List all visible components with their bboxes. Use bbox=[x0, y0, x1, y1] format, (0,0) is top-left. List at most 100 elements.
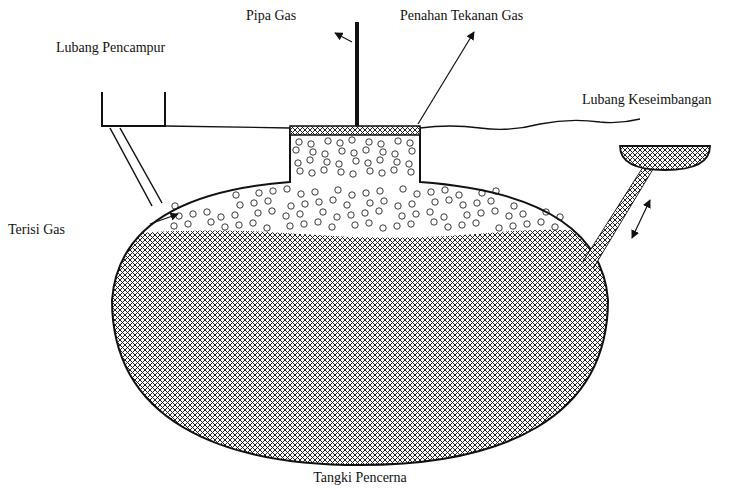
gas-bubble bbox=[409, 201, 415, 207]
gas-bubble bbox=[413, 211, 419, 217]
gas-bubble bbox=[287, 223, 293, 229]
gas-bubble bbox=[459, 222, 465, 228]
gas-bubble bbox=[362, 210, 368, 216]
gas-bubble bbox=[474, 200, 480, 206]
gas-bubble bbox=[400, 186, 406, 192]
gas-bubble bbox=[312, 189, 318, 195]
gas-bubble bbox=[297, 211, 303, 217]
gas-bubble bbox=[395, 203, 401, 209]
gas-bubble bbox=[442, 187, 448, 193]
gas-bubbles bbox=[171, 137, 563, 231]
ground-line bbox=[165, 119, 640, 129]
gas-bubble bbox=[409, 148, 415, 154]
gas-bubble bbox=[456, 192, 462, 198]
gas-bubble bbox=[446, 197, 452, 203]
leader-arrow bbox=[150, 214, 178, 224]
gas-bubble bbox=[391, 167, 397, 173]
gas-bubble bbox=[406, 161, 412, 167]
gas-bubble bbox=[379, 170, 385, 176]
gas-bubble bbox=[322, 151, 328, 157]
level-arrow bbox=[632, 200, 650, 238]
gas-bubble bbox=[353, 158, 359, 164]
gas-bubble bbox=[431, 219, 437, 225]
gas-bubble bbox=[297, 168, 303, 174]
gas-bubble bbox=[176, 213, 182, 219]
gas-bubble bbox=[344, 202, 350, 208]
gas-bubble bbox=[222, 224, 228, 230]
gas-bubble bbox=[255, 210, 261, 216]
gas-bubble bbox=[380, 149, 386, 155]
gas-bubble bbox=[301, 221, 307, 227]
gas-bubble bbox=[363, 147, 369, 153]
gas-bubble bbox=[250, 220, 256, 226]
gas-bubble bbox=[367, 200, 373, 206]
gas-bubble bbox=[330, 197, 336, 203]
gas-bubble bbox=[307, 157, 313, 163]
gas-bubble bbox=[377, 188, 383, 194]
gas-bubble bbox=[334, 214, 340, 220]
gas-bubble bbox=[366, 139, 372, 145]
gas-bubble bbox=[464, 212, 470, 218]
gas-bubble bbox=[488, 198, 494, 204]
gas-bubble bbox=[394, 223, 400, 229]
gas-bubble bbox=[329, 224, 335, 230]
gas-bubble bbox=[338, 169, 344, 175]
leader-arrow bbox=[418, 32, 474, 124]
outlet-pipe bbox=[583, 163, 655, 268]
gas-bubble bbox=[256, 190, 262, 196]
inlet-pipe bbox=[110, 128, 162, 206]
gas-bubble bbox=[316, 199, 322, 205]
gas-bubble bbox=[441, 214, 447, 220]
gas-bubble bbox=[204, 209, 210, 215]
part-label: Terisi Gas bbox=[8, 222, 65, 237]
part-label: Tangki Pencerna bbox=[313, 470, 406, 485]
gas-bubble bbox=[264, 225, 270, 231]
gas-bubble bbox=[394, 159, 400, 165]
gas-bubble bbox=[190, 211, 196, 217]
gas-bubble bbox=[269, 208, 275, 214]
gas-bubble bbox=[350, 171, 356, 177]
gas-bubble bbox=[352, 222, 358, 228]
gas-bubble bbox=[365, 160, 371, 166]
gas-bubble bbox=[296, 139, 302, 145]
gas-bubble bbox=[460, 202, 466, 208]
gas-bubble bbox=[381, 198, 387, 204]
outlet-pipe-fill bbox=[583, 163, 655, 268]
gas-bubble bbox=[445, 224, 451, 230]
gas-bubble bbox=[315, 219, 321, 225]
gas-bubble bbox=[395, 138, 401, 144]
gas-bubble bbox=[473, 220, 479, 226]
gas-bubble bbox=[392, 151, 398, 157]
gas-bubble bbox=[284, 186, 290, 192]
gas-bubble bbox=[218, 214, 224, 220]
gas-bubble bbox=[339, 148, 345, 154]
gas-bubble bbox=[407, 140, 413, 146]
gas-bubble bbox=[366, 220, 372, 226]
gas-bubble bbox=[348, 212, 354, 218]
gas-bubble bbox=[232, 212, 238, 218]
gas-bubble bbox=[378, 141, 384, 147]
gas-bubble bbox=[237, 202, 243, 208]
gas-bubble bbox=[288, 203, 294, 209]
gas-bubble bbox=[524, 221, 530, 227]
gas-bubble bbox=[408, 169, 414, 175]
part-label: Pipa Gas bbox=[246, 8, 296, 23]
gas-pipe bbox=[355, 22, 359, 126]
gas-bubble bbox=[335, 187, 341, 193]
gas-bubble bbox=[478, 210, 484, 216]
gas-bubble bbox=[349, 137, 355, 143]
gas-bubble bbox=[171, 223, 177, 229]
gas-bubble bbox=[208, 219, 214, 225]
gas-bubble bbox=[399, 213, 405, 219]
gas-bubble bbox=[324, 159, 330, 165]
part-label: Penahan Tekanan Gas bbox=[400, 8, 523, 23]
gas-bubble bbox=[337, 140, 343, 146]
gas-bubble bbox=[351, 150, 357, 156]
part-label: Lubang Keseimbangan bbox=[582, 92, 711, 107]
gas-bubble bbox=[496, 225, 502, 231]
gas-bubble bbox=[492, 208, 498, 214]
digester-dome bbox=[112, 128, 608, 465]
gas-bubble bbox=[363, 190, 369, 196]
